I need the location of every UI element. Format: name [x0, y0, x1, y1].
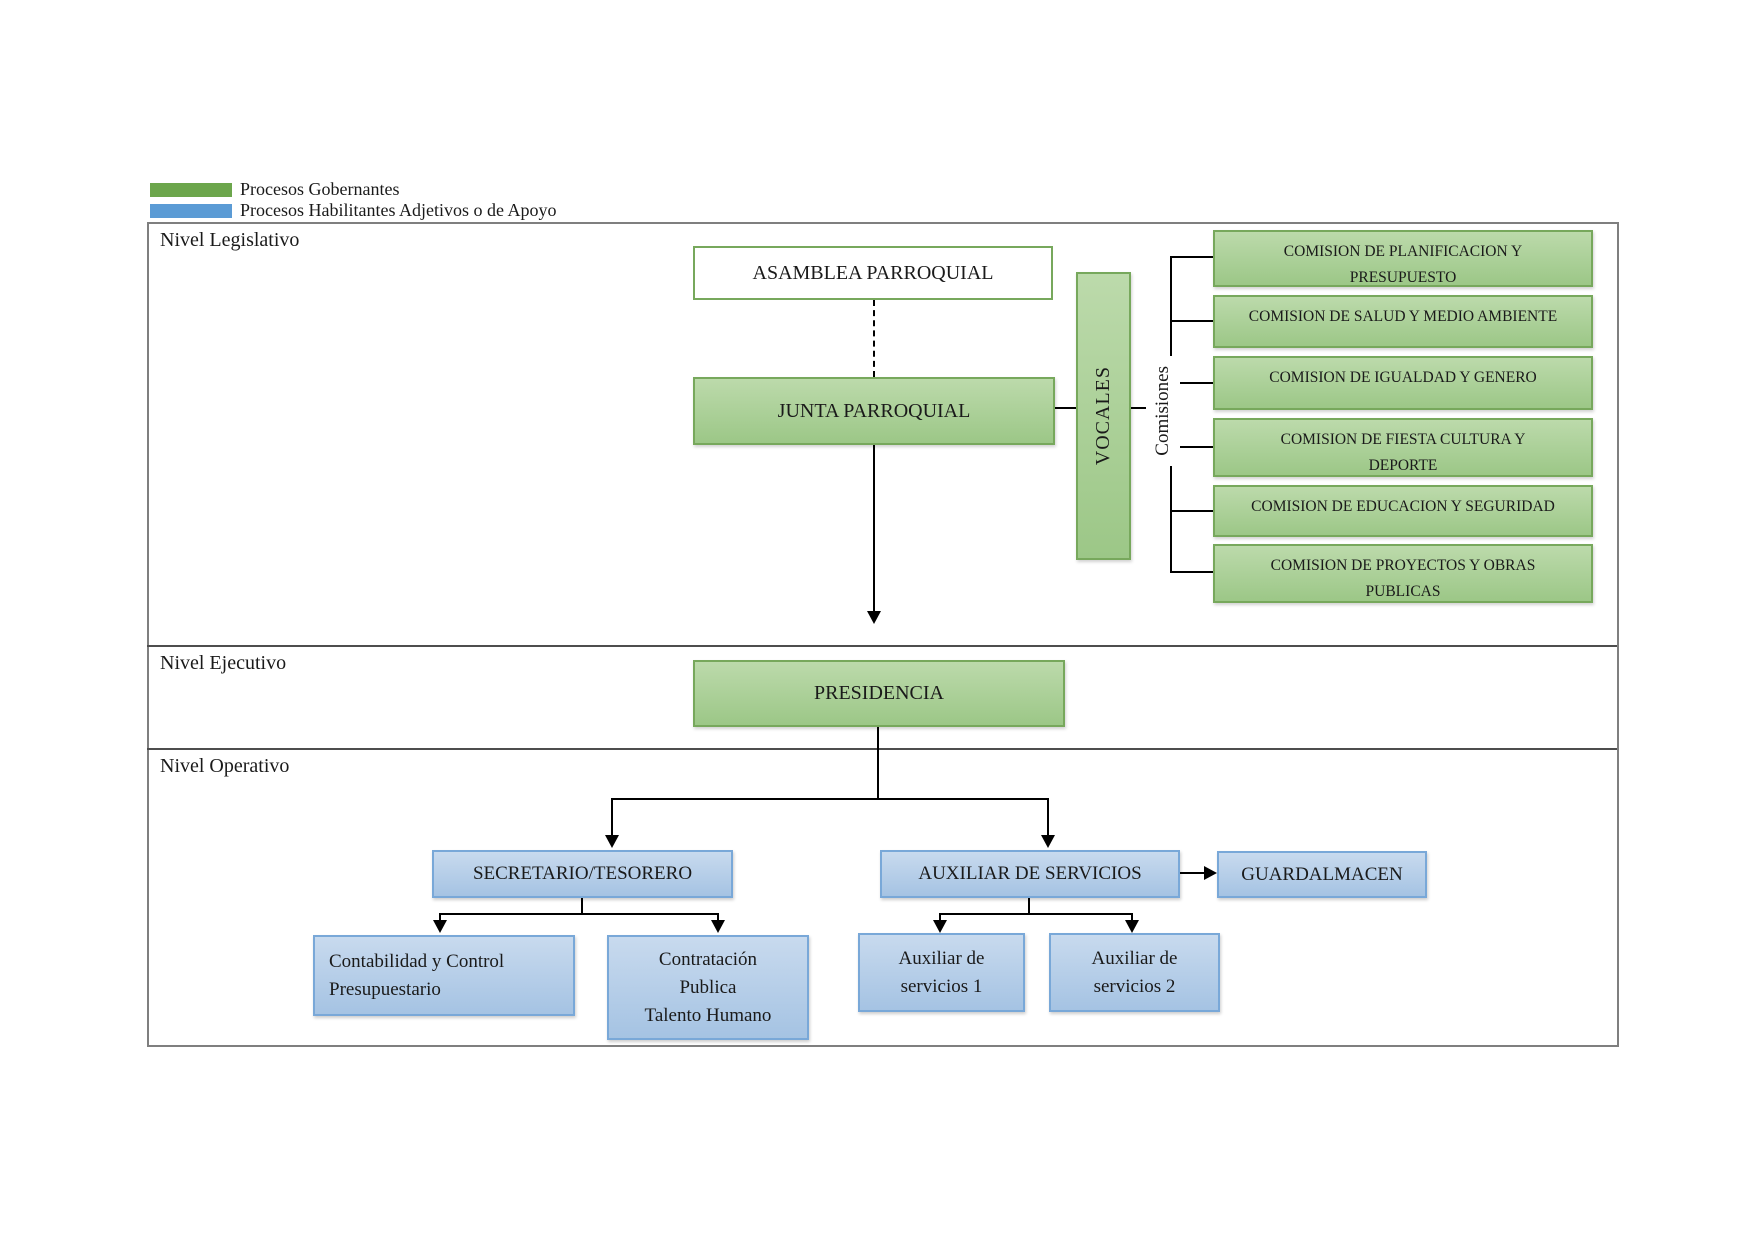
- section-label-legislativo: Nivel Legislativo: [160, 229, 300, 251]
- contabilidad-box: Contabilidad y Control Presupuestario: [313, 935, 575, 1016]
- auxiliar-servicios-2-box: Auxiliar de servicios 2: [1049, 933, 1220, 1012]
- connector-branch-aux1: [939, 913, 941, 922]
- connector-branch-secretario: [611, 798, 613, 837]
- comisiones-stub-4: [1170, 446, 1213, 448]
- connector-junta-vocales: [1055, 407, 1076, 409]
- connector-vocales-comisiones: [1131, 407, 1155, 409]
- auxiliar-servicios-1-box: Auxiliar de servicios 1: [858, 933, 1025, 1012]
- legend-swatch-gobernantes: [150, 183, 232, 197]
- arrowhead-aux2: [1125, 920, 1139, 933]
- connector-presidencia-branch: [611, 798, 1049, 800]
- asamblea-parroquial-box: ASAMBLEA PARROQUIAL: [693, 246, 1053, 300]
- comisiones-stub-6: [1170, 571, 1213, 573]
- legend-swatch-apoyo: [150, 204, 232, 218]
- secretario-tesorero-box: SECRETARIO/TESORERO: [432, 850, 733, 898]
- comisiones-stub-2: [1170, 320, 1213, 322]
- connector-branch-aux2: [1131, 913, 1133, 922]
- connector-junta-presidencia: [873, 445, 875, 613]
- connector-secretario-down: [581, 898, 583, 915]
- arrowhead-contratacion: [711, 920, 725, 933]
- comision-igualdad-box: COMISION DE IGUALDAD Y GENERO: [1213, 356, 1593, 410]
- guardalmacen-box: GUARDALMACEN: [1217, 851, 1427, 898]
- arrowhead-secretario: [605, 835, 619, 848]
- comision-fiesta-box: COMISION DE FIESTA CULTURA Y DEPORTE: [1213, 418, 1593, 477]
- connector-auxiliar-guardalmacen: [1180, 872, 1207, 874]
- divider-operativo: [147, 748, 1617, 750]
- connector-branch-auxiliar: [1047, 798, 1049, 837]
- connector-auxiliar-branch: [939, 913, 1133, 915]
- arrowhead-auxiliar: [1041, 835, 1055, 848]
- vocales-box: VOCALES: [1076, 272, 1131, 560]
- arrowhead-guardalmacen: [1204, 866, 1217, 880]
- comisiones-group-label: Comisiones: [1146, 356, 1180, 466]
- divider-ejecutivo: [147, 645, 1617, 647]
- connector-auxiliar-down: [1028, 898, 1030, 915]
- arrowhead-presidencia: [867, 611, 881, 624]
- connector-branch-contratacion: [717, 913, 719, 922]
- arrowhead-aux1: [933, 920, 947, 933]
- comision-salud-box: COMISION DE SALUD Y MEDIO AMBIENTE: [1213, 295, 1593, 348]
- connector-asamblea-junta-dashed: [873, 300, 875, 377]
- vocales-label: VOCALES: [1092, 366, 1114, 466]
- connector-branch-contabilidad: [439, 913, 441, 922]
- comision-proyectos-box: COMISION DE PROYECTOS Y OBRAS PUBLICAS: [1213, 544, 1593, 603]
- comisiones-stub-1: [1170, 256, 1213, 258]
- legend-label-gobernantes: Procesos Gobernantes: [240, 179, 400, 199]
- presidencia-box: PRESIDENCIA: [693, 660, 1065, 727]
- comision-educacion-box: COMISION DE EDUCACION Y SEGURIDAD: [1213, 485, 1593, 537]
- section-label-operativo: Nivel Operativo: [160, 755, 290, 777]
- comisiones-stub-3: [1170, 382, 1213, 384]
- section-label-ejecutivo: Nivel Ejecutivo: [160, 652, 287, 674]
- comisiones-stub-5: [1170, 510, 1213, 512]
- connector-secretario-branch: [439, 913, 719, 915]
- comision-planificacion-box: COMISION DE PLANIFICACION Y PRESUPUESTO: [1213, 230, 1593, 287]
- contratacion-box: Contratación Publica Talento Humano: [607, 935, 809, 1040]
- arrowhead-contabilidad: [433, 920, 447, 933]
- auxiliar-servicios-box: AUXILIAR DE SERVICIOS: [880, 850, 1180, 898]
- junta-parroquial-box: JUNTA PARROQUIAL: [693, 377, 1055, 445]
- legend-label-apoyo: Procesos Habilitantes Adjetivos o de Apo…: [240, 200, 557, 220]
- connector-presidencia-down: [877, 727, 879, 800]
